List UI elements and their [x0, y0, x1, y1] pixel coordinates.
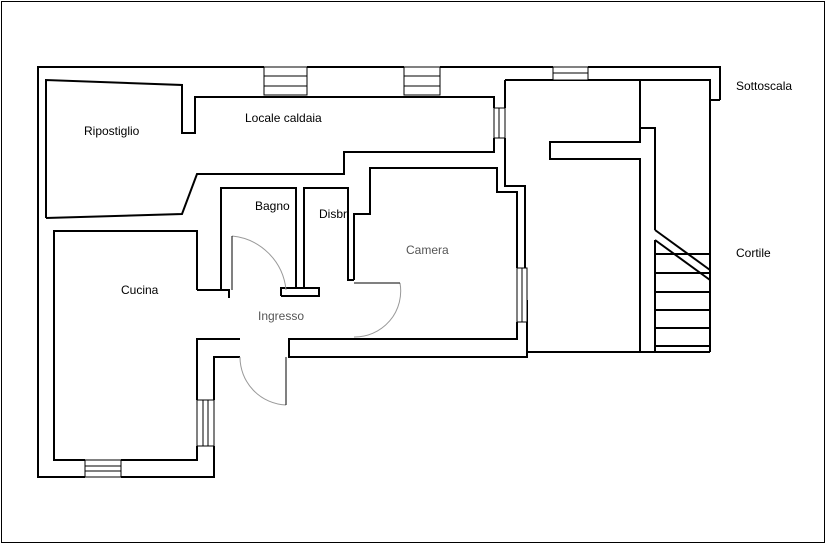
- wall-cucina-right: [196, 338, 240, 400]
- wall-stair-right: [640, 79, 711, 352]
- room-label-ripostiglio: Ripostiglio: [84, 124, 140, 138]
- wall-disbr: [280, 187, 354, 296]
- room-label-camera: Camera: [406, 243, 449, 257]
- outer-wall-bottom: [121, 446, 215, 478]
- outer-wall-left-lower: [213, 356, 240, 400]
- wall-ripostiglio: [45, 78, 495, 218]
- room-label-disbr: Disbr.: [319, 207, 350, 221]
- room-label-cucina: Cucina: [121, 283, 159, 297]
- wall-cucina: [53, 230, 198, 461]
- room-label-ingresso: Ingresso: [258, 309, 305, 323]
- label-cortile: Cortile: [736, 246, 771, 260]
- room-label-bagno: Bagno: [255, 199, 290, 213]
- wall-camera: [353, 167, 518, 280]
- label-sottoscala: Sottoscala: [736, 79, 793, 93]
- door-swings: [231, 235, 402, 406]
- wall-stair-left2: [504, 138, 526, 300]
- wall-camera-right: [288, 300, 528, 358]
- wall-cucina-door: [197, 289, 230, 298]
- wall-stair-inner: [640, 127, 656, 230]
- outer-wall: [37, 66, 264, 478]
- windows: [84, 66, 589, 478]
- wall-stair-diag: [654, 229, 711, 271]
- stair-treads: [654, 240, 710, 352]
- outer-wall-right-top: [588, 66, 721, 100]
- room-label-locale-caldaia: Locale caldaia: [245, 111, 322, 125]
- wall-cucina-bottom: [121, 446, 198, 461]
- wall-ripostiglio-bottom: [45, 138, 495, 219]
